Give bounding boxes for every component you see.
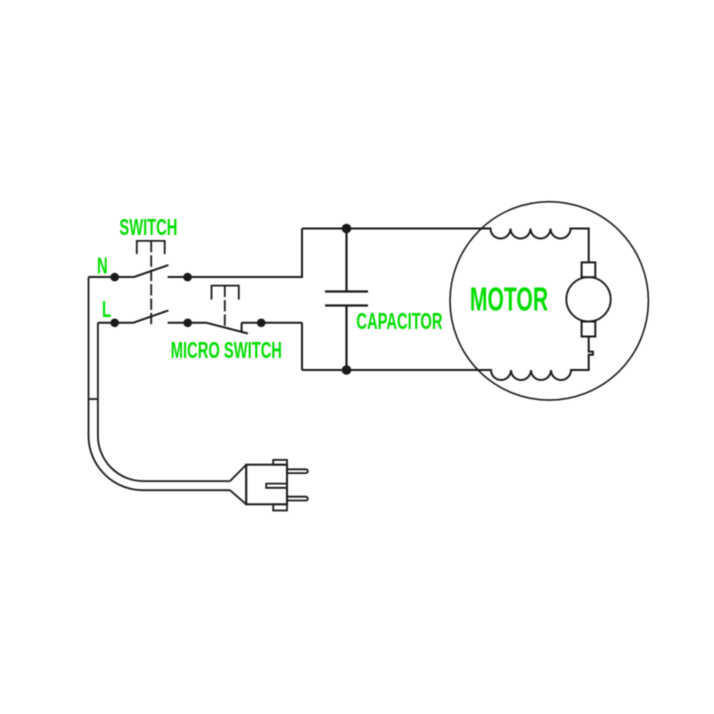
svg-text:L: L bbox=[102, 298, 111, 323]
svg-text:MICRO SWITCH: MICRO SWITCH bbox=[171, 339, 282, 364]
svg-text:CAPACITOR: CAPACITOR bbox=[356, 310, 442, 335]
svg-text:SWITCH: SWITCH bbox=[119, 216, 177, 241]
svg-text:MOTOR: MOTOR bbox=[470, 281, 548, 318]
svg-text:N: N bbox=[97, 255, 108, 280]
